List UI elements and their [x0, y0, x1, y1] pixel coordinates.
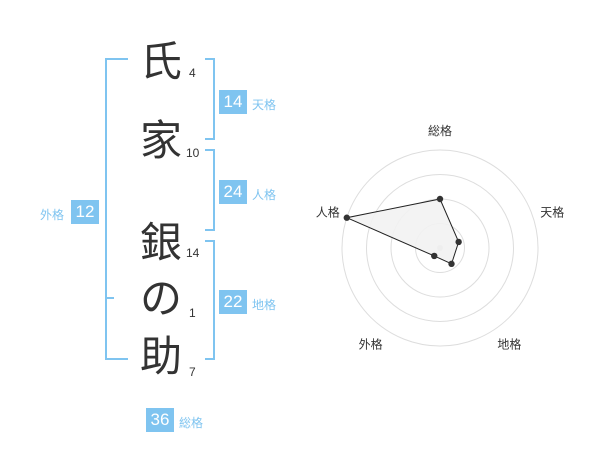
stroke-count-5: 7: [189, 365, 196, 379]
gaikaku-badge: 12: [71, 200, 99, 224]
chikaku-bracket: [205, 240, 215, 360]
stroke-count-2: 10: [186, 146, 200, 160]
radar-grid-ring: [366, 174, 514, 322]
gaikaku-bracket: [105, 58, 128, 360]
soukaku-label: 総格: [179, 416, 204, 430]
jinkaku-label: 人格: [252, 188, 277, 202]
stroke-count-1: 4: [189, 66, 196, 80]
name-char-2: 家: [139, 116, 182, 165]
radar-point-1: [436, 195, 444, 203]
gaikaku-label: 外格: [40, 208, 65, 222]
name-char-1: 氏: [139, 37, 182, 86]
radar-axis-label-5: 人格: [316, 205, 340, 220]
stroke-count-4: 1: [189, 306, 196, 320]
radar-axis-label-3: 地格: [497, 336, 521, 351]
chikaku-label: 地格: [252, 298, 277, 312]
stroke-count-3: 14: [186, 246, 200, 260]
tenkaku-label: 天格: [252, 98, 277, 112]
radar-point-5: [343, 214, 350, 221]
radar-point-3: [448, 260, 455, 268]
name-char-4: の: [139, 274, 182, 323]
radar-axis-label-4: 外格: [359, 336, 383, 351]
chikaku-badge: 22: [219, 290, 247, 314]
radar-grid-ring: [341, 149, 539, 347]
radar-axis-label-1: 総格: [428, 123, 452, 138]
radar-point-4: [431, 252, 438, 260]
name-char-5: 助: [139, 332, 182, 381]
tenkaku-badge: 14: [219, 90, 247, 114]
jinkaku-bracket: [205, 149, 215, 231]
soukaku-badge: 36: [146, 408, 174, 432]
radar-value-polygon: [345, 198, 460, 265]
jinkaku-badge: 24: [219, 180, 247, 204]
tenkaku-bracket: [205, 58, 215, 140]
radar-point-2: [455, 238, 462, 246]
name-char-3: 銀: [139, 218, 182, 267]
radar-axis-label-2: 天格: [540, 205, 564, 220]
